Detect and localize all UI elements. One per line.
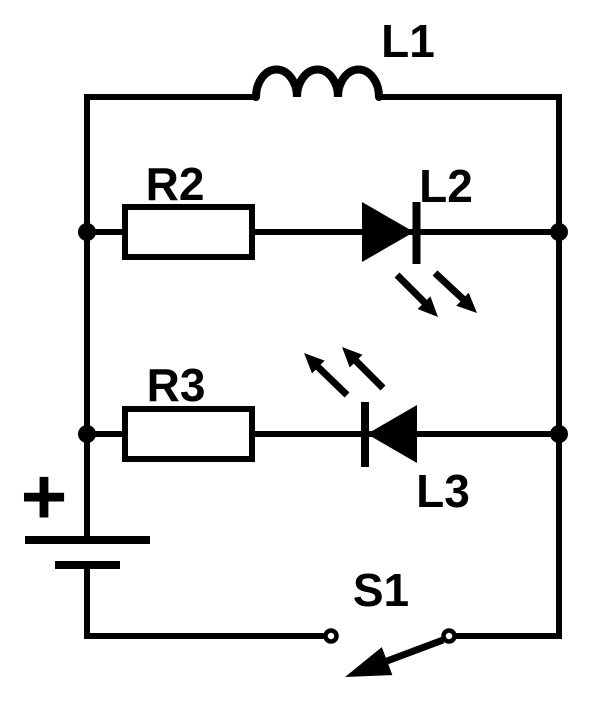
switch-s1: S1: [323, 564, 457, 677]
battery: +: [21, 452, 150, 569]
led-l3-light-arrow-1: [304, 353, 350, 398]
led-l3: L3: [304, 347, 470, 517]
resistor-r2-label: R2: [146, 158, 205, 210]
junction-dot-left-lower: [78, 425, 96, 443]
junction-dot-right-lower: [550, 425, 568, 443]
junction-dots: [78, 223, 568, 443]
led-l2-light-arrow-1-shaft: [394, 272, 428, 306]
led-l2: L2: [362, 160, 477, 317]
switch-lever-shaft: [385, 636, 445, 665]
switch-label: S1: [353, 564, 409, 616]
led-l2-light-arrow-2: [432, 270, 477, 313]
resistor-r2-body: [122, 204, 255, 260]
junction-dot-right-upper: [550, 223, 568, 241]
switch-lever-arrow-head: [345, 647, 393, 677]
battery-plus-label: +: [21, 452, 68, 541]
switch-contact-left: [323, 628, 339, 644]
wire-left-lower-and-bottom-left: [84, 567, 324, 639]
resistor-r2: R2: [122, 158, 255, 260]
resistor-r3-body: [122, 406, 255, 462]
led-l3-light-arrow-2: [342, 347, 386, 391]
led-l3-light-arrow-2-head: [342, 347, 363, 368]
led-l2-light-arrow-1-head: [417, 296, 438, 317]
led-l2-light-arrow-1: [394, 272, 438, 317]
led-l3-light-arrow-1-head: [304, 353, 325, 374]
inductor-l1: L1: [252, 15, 435, 101]
resistor-r3: R3: [122, 359, 255, 462]
junction-dot-left-upper: [78, 223, 96, 241]
led-l3-light-arrow-1-shaft: [314, 363, 350, 398]
led-l2-light-arrow-2-shaft: [432, 270, 466, 302]
switch-contact-right: [441, 628, 457, 644]
led-l3-label: L3: [416, 465, 470, 517]
led-l2-triangle: [362, 202, 414, 262]
inductor-label: L1: [381, 15, 435, 67]
led-l3-triangle: [367, 405, 417, 463]
resistor-r3-label: R3: [147, 359, 206, 411]
led-l2-label: L2: [419, 160, 473, 212]
inductor-coil: [252, 65, 383, 101]
led-l3-light-arrow-2-shaft: [353, 358, 386, 391]
wire-top-right-right-rail-bottom-right: [379, 94, 562, 639]
wire-top-left-and-left-rail: [84, 94, 256, 537]
led-l2-light-arrow-2-head: [456, 292, 477, 313]
